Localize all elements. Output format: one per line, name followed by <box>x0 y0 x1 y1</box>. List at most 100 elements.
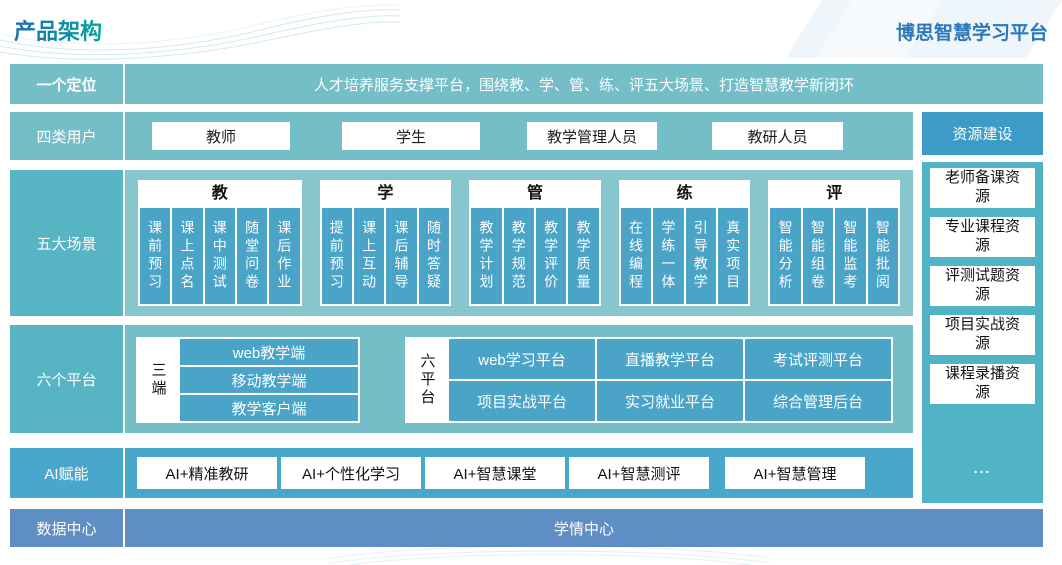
user-type-box: 教师 <box>152 122 290 150</box>
ai-capability-box: AI+智慧管理 <box>725 457 865 489</box>
scenario-item: 随堂问卷 <box>236 208 268 304</box>
scenario-item-label: 随堂问卷 <box>244 220 261 292</box>
six-platforms-name: 六平台 <box>418 353 436 407</box>
three-ends-list: web教学端 移动教学端 教学客户端 <box>180 339 358 421</box>
scenario-item: 智能批阅 <box>867 208 899 304</box>
scenario-item-label: 随时答疑 <box>425 220 442 292</box>
scenario-item-label: 课后作业 <box>276 220 293 292</box>
sidebar-more-dots: ... <box>973 460 992 476</box>
users-band: 教师 学生 教学管理人员 教研人员 <box>125 112 913 160</box>
resource-box: 项目实战资源 <box>930 315 1035 355</box>
platform-cell-label: 实习就业平台 <box>624 393 715 411</box>
ai-band: AI+精准教研 AI+个性化学习 AI+智慧课堂 AI+智慧测评 AI+智慧管理 <box>125 448 913 498</box>
scenario-item: 教学计划 <box>471 208 502 304</box>
client-bar: 教学客户端 <box>180 395 358 421</box>
scenario-item: 课后作业 <box>269 208 300 304</box>
row-label-platforms: 六个平台 <box>10 325 123 433</box>
scenario-item-label: 提前预习 <box>328 220 345 292</box>
platform-cell: 综合管理后台 <box>745 381 891 421</box>
platform-cell: web学习平台 <box>449 339 595 379</box>
scenario-item-label: 教学质量 <box>575 220 592 292</box>
user-type-label: 学生 <box>395 128 426 146</box>
scenario-item-label: 真实项目 <box>725 220 742 292</box>
scenario-item: 学练一体 <box>653 208 684 304</box>
scenario-group-card: 管 教学计划 教学规范 教学评价 <box>469 180 601 306</box>
row-label-positioning: 一个定位 <box>10 64 123 104</box>
platform-cell-label: 综合管理后台 <box>772 393 863 411</box>
scenario-item-label: 教学规范 <box>510 220 527 292</box>
client-bar: web教学端 <box>180 339 358 365</box>
user-type-label: 教学管理人员 <box>546 128 637 146</box>
scenario-item-label: 学练一体 <box>660 220 677 292</box>
scenario-group-card: 教 课前预习 课上点名 课中测试 <box>138 180 302 306</box>
scenario-group-card: 学 提前预习 课上互动 课后辅导 <box>319 180 452 306</box>
sidebar-resources: 老师备课资源 专业课程资源 评测试题资源 项目实战资源 课程录播资源 <box>922 162 1043 503</box>
client-bar: 移动教学端 <box>180 367 358 393</box>
row-label-data-center: 数据中心 <box>10 509 123 547</box>
scenario-items: 提前预习 课上互动 课后辅导 随时答疑 <box>321 208 450 304</box>
platform-cell-label: 项目实战平台 <box>476 393 567 411</box>
scenario-items: 在线编程 学练一体 引导教学 真实项目 <box>620 208 749 304</box>
scenario-group-card: 评 智能分析 智能组卷 智能监考 <box>768 180 901 306</box>
platform-cell: 实习就业平台 <box>597 381 743 421</box>
scenario-item: 提前预习 <box>321 208 352 304</box>
scenario-item-label: 课前预习 <box>147 220 164 292</box>
scenario-item-label: 课上互动 <box>361 220 378 292</box>
resource-box: 专业课程资源 <box>930 217 1035 257</box>
resource-label: 专业课程资源 <box>944 218 1020 254</box>
scenario-item-label: 在线编程 <box>627 220 644 292</box>
platform-cell: 考试评测平台 <box>745 339 891 379</box>
ai-capability-label: AI+智慧课堂 <box>453 465 537 483</box>
scenario-item: 课上点名 <box>172 208 203 304</box>
resource-label: 项目实战资源 <box>944 316 1020 352</box>
scenario-item: 随时答疑 <box>418 208 450 304</box>
resource-label: 评测试题资源 <box>944 267 1020 303</box>
scenario-item-label: 课上点名 <box>179 220 196 292</box>
scenario-group-name: 练 <box>676 185 693 202</box>
ai-capability-label: AI+精准教研 <box>165 465 249 483</box>
data-center-band: 学情中心 <box>125 509 1043 547</box>
scenario-item: 智能分析 <box>770 208 801 304</box>
scenario-item-label: 课后辅导 <box>393 220 410 292</box>
positioning-band: 人才培养服务支撑平台，围绕教、学、管、练、评五大场景、打造智慧教学新闭环 <box>125 64 1043 104</box>
scenario-item: 课后辅导 <box>386 208 417 304</box>
scenario-group-card: 练 在线编程 学练一体 引导教学 <box>618 180 751 306</box>
scenario-items: 教学计划 教学规范 教学评价 教学质量 <box>471 208 599 304</box>
scenario-item-label: 智能监考 <box>842 220 859 292</box>
user-type-box: 教研人员 <box>712 122 843 150</box>
six-platforms-grid: web学习平台 直播教学平台 考试评测平台 项目实战平台 <box>449 339 891 421</box>
ai-capability-box: AI+精准教研 <box>137 457 277 489</box>
ai-capability-label: AI+智慧管理 <box>753 465 837 483</box>
scenario-item: 智能组卷 <box>802 208 834 304</box>
scenario-group-name: 教 <box>211 185 228 202</box>
scenario-item: 课前预习 <box>140 208 171 304</box>
scenario-item: 教学规范 <box>503 208 534 304</box>
scenario-item-label: 教学评价 <box>543 220 560 292</box>
user-type-box: 教学管理人员 <box>527 122 657 150</box>
sidebar-title: 资源建设 <box>922 112 1043 155</box>
resource-label: 老师备课资源 <box>944 169 1020 205</box>
scenario-item-label: 智能批阅 <box>874 220 891 292</box>
scenario-item: 教学评价 <box>535 208 567 304</box>
user-type-label: 教师 <box>205 128 236 146</box>
scenario-item: 智能监考 <box>835 208 866 304</box>
data-center-text: 学情中心 <box>553 520 614 538</box>
resource-box: 老师备课资源 <box>930 168 1035 208</box>
scenario-group-name: 评 <box>826 185 843 202</box>
client-bar-label: web教学端 <box>232 344 306 362</box>
scenario-item-label: 智能组卷 <box>810 220 827 292</box>
scenario-item-label: 引导教学 <box>692 220 709 292</box>
scenario-items: 智能分析 智能组卷 智能监考 智能批阅 <box>770 208 899 304</box>
platform-cell-label: web学习平台 <box>478 351 566 369</box>
scenario-item-label: 课中测试 <box>211 220 228 292</box>
scenario-group-name: 管 <box>526 185 543 202</box>
ai-capability-box: AI+智慧课堂 <box>425 457 565 489</box>
scenario-item: 引导教学 <box>685 208 716 304</box>
page-title: 产品架构 <box>14 14 102 46</box>
scenario-item: 教学质量 <box>568 208 599 304</box>
platform-cell: 项目实战平台 <box>449 381 595 421</box>
platform-cell-label: 直播教学平台 <box>624 351 715 369</box>
user-type-box: 学生 <box>342 122 480 150</box>
ai-capability-box: AI+个性化学习 <box>281 457 421 489</box>
